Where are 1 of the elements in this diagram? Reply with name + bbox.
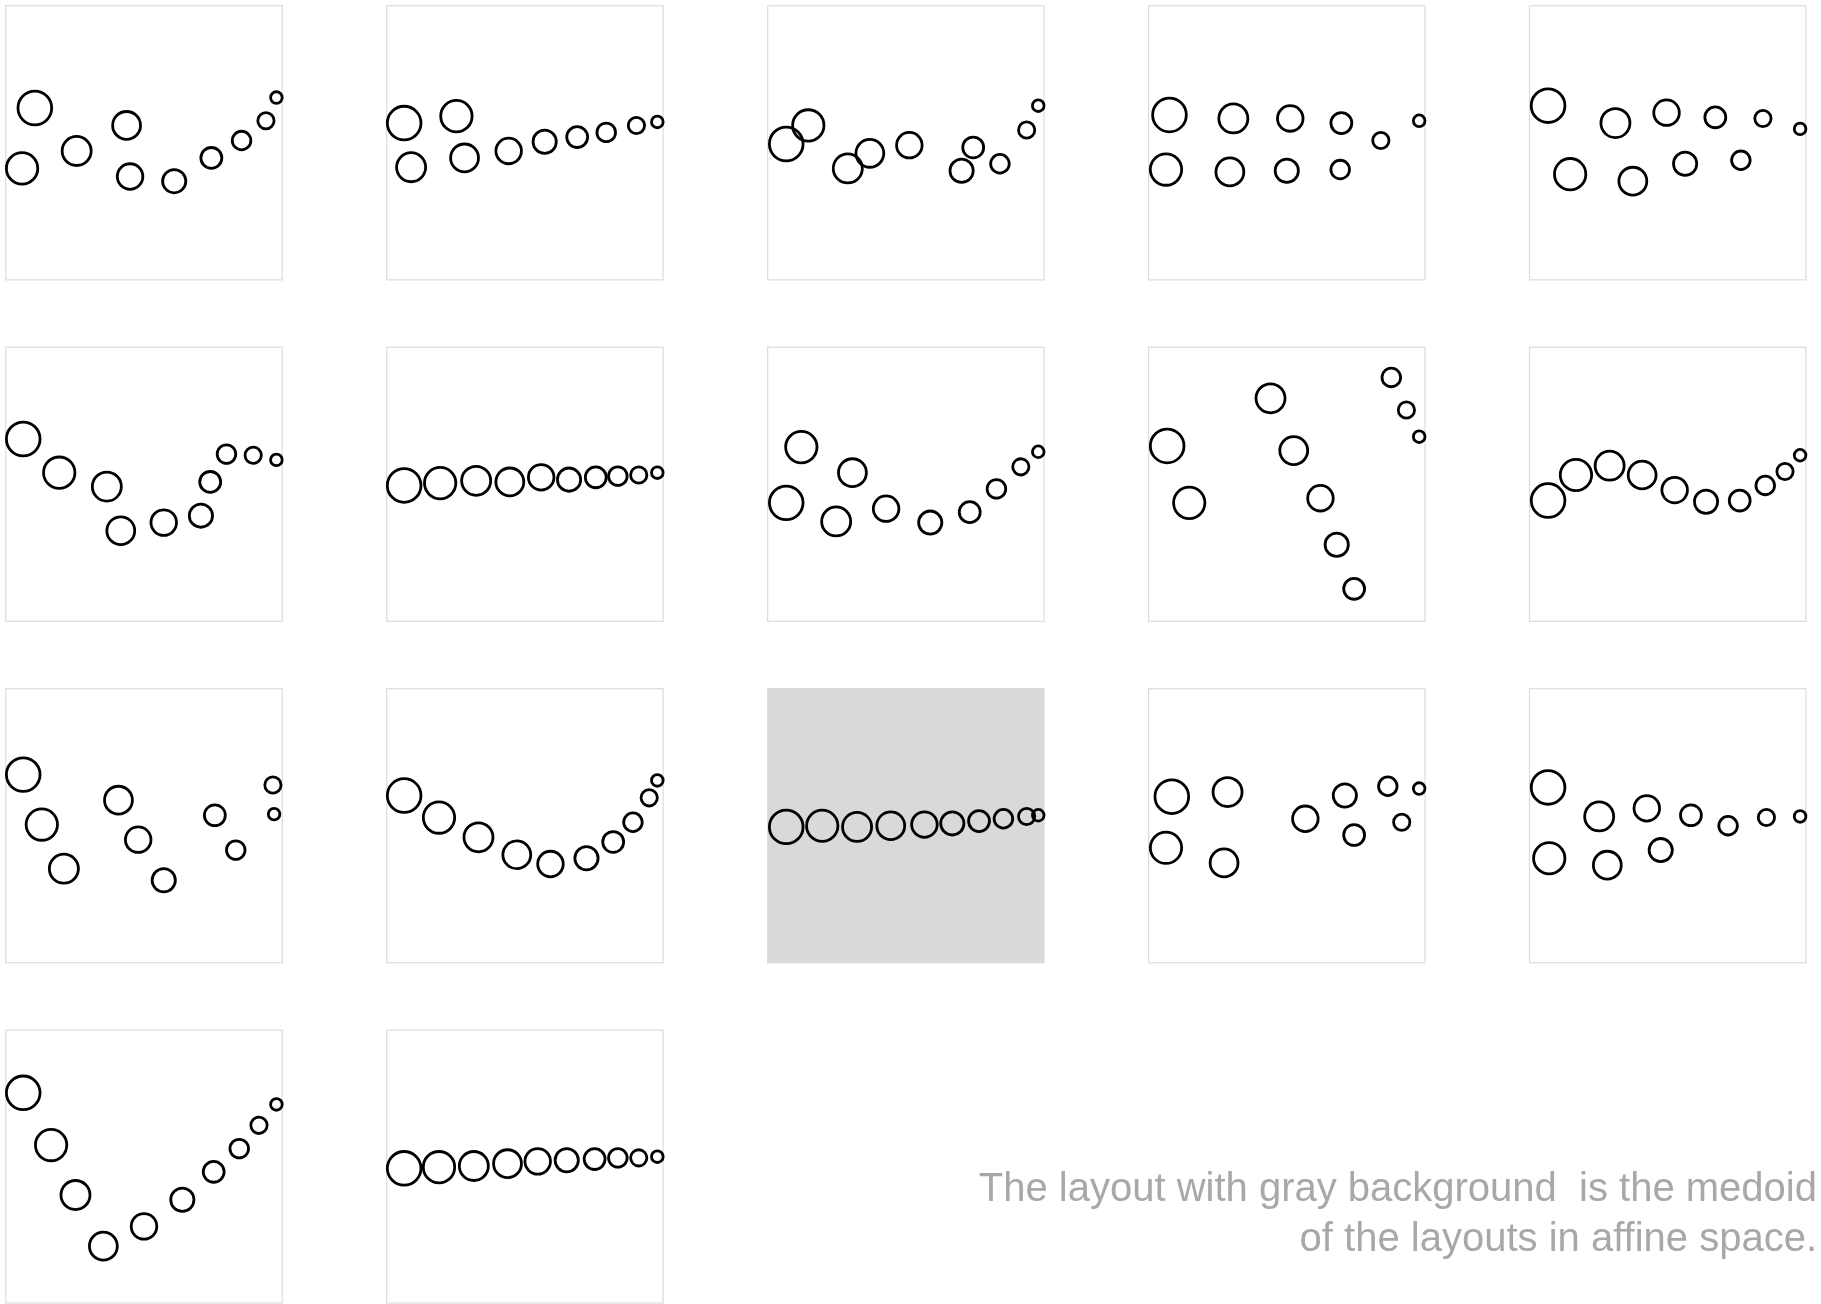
caption: The layout with gray background is the medoid of the layouts in affine space. xyxy=(977,1164,1817,1261)
